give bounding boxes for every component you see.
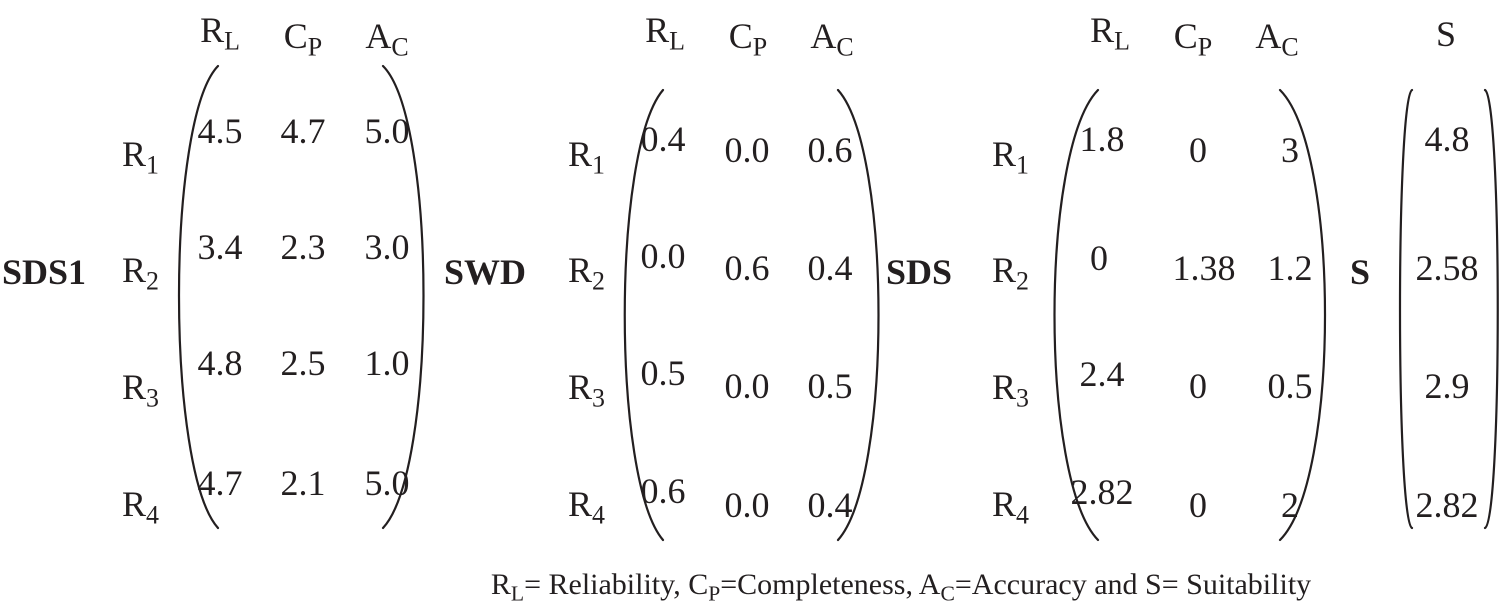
swd-col-header-1: RL — [645, 10, 685, 56]
swd-cell: 0.4 — [807, 485, 853, 525]
sds-cell: 0 — [1189, 485, 1207, 525]
s-cell: 2.9 — [1424, 366, 1470, 406]
s-left-bracket — [1398, 88, 1414, 530]
swd-cell: 0.5 — [640, 353, 686, 393]
sds1-cell: 4.8 — [197, 343, 243, 383]
swd-row-label-3: R3 — [568, 367, 605, 413]
sds1-cell: 4.7 — [280, 111, 326, 151]
sds1-cell: 2.3 — [280, 227, 326, 267]
s-cell: 2.82 — [1415, 485, 1479, 525]
sds-cell: 0 — [1189, 366, 1207, 406]
swd-left-bracket — [623, 88, 665, 542]
sds1-col-header-3: AC — [365, 16, 409, 62]
swd-cell: 0.0 — [640, 236, 686, 276]
sds1-row-label-3: R3 — [122, 367, 159, 413]
s-right-bracket — [1483, 88, 1499, 530]
swd-cell: 0.5 — [807, 366, 853, 406]
swd-cell: 0.0 — [724, 130, 770, 170]
swd-cell: 0.6 — [640, 471, 686, 511]
sds1-cell: 1.0 — [364, 343, 410, 383]
matrix-name-s: S — [1350, 252, 1371, 292]
sds-left-bracket — [1053, 88, 1100, 542]
sds-row-label-4: R4 — [992, 484, 1029, 530]
sds-cell: 2 — [1281, 485, 1299, 525]
sds1-col-header-2: CP — [283, 16, 323, 62]
sds-row-label-3: R3 — [992, 367, 1029, 413]
sds-cell: 1.38 — [1172, 248, 1236, 288]
legend-caption: RL= Reliability, CP=Completeness, AC=Acc… — [490, 568, 1312, 606]
swd-cell: 0.6 — [807, 130, 853, 170]
sds1-right-bracket — [381, 64, 425, 530]
s-cell: 4.8 — [1424, 119, 1470, 159]
sds1-cell: 5.0 — [364, 463, 410, 503]
sds-cell: 3 — [1281, 130, 1299, 170]
sds1-cell: 3.4 — [197, 227, 243, 267]
sds-row-label-2: R2 — [992, 250, 1029, 296]
matrix-name-sds1: SDS1 — [2, 252, 87, 292]
swd-cell: 0.0 — [724, 366, 770, 406]
swd-cell: 0.4 — [807, 248, 853, 288]
matrix-name-swd: SWD — [444, 252, 527, 292]
sds-col-header-2: CP — [1173, 16, 1213, 62]
swd-col-header-2: CP — [728, 16, 768, 62]
sds-col-header-1: RL — [1090, 10, 1130, 56]
sds1-cell: 5.0 — [364, 111, 410, 151]
sds-cell: 2.4 — [1079, 354, 1125, 394]
sds1-row-label-2: R2 — [122, 250, 159, 296]
sds-col-header-3: AC — [1255, 16, 1299, 62]
sds-cell: 2.82 — [1070, 472, 1134, 512]
sds1-cell: 3.0 — [364, 227, 410, 267]
swd-row-label-4: R4 — [568, 484, 605, 530]
sds-cell: 1.2 — [1267, 248, 1313, 288]
sds-cell: 0 — [1189, 130, 1207, 170]
sds1-row-label-4: R4 — [122, 484, 159, 530]
matrix-name-sds: SDS — [886, 252, 953, 292]
sds1-cell: 4.5 — [197, 111, 243, 151]
swd-col-header-3: AC — [810, 16, 854, 62]
sds1-col-header-1: RL — [200, 10, 240, 56]
sds1-left-bracket — [177, 64, 220, 530]
s-col-header-1: S — [1435, 14, 1457, 54]
swd-cell: 0.6 — [724, 248, 770, 288]
swd-row-label-2: R2 — [568, 250, 605, 296]
sds-right-bracket — [1278, 88, 1327, 542]
s-cell: 2.58 — [1415, 248, 1479, 288]
sds1-cell: 2.1 — [280, 463, 326, 503]
swd-cell: 0.0 — [724, 485, 770, 525]
sds1-row-label-1: R1 — [122, 134, 159, 180]
swd-row-label-1: R1 — [568, 134, 605, 180]
sds1-cell: 2.5 — [280, 343, 326, 383]
sds1-cell: 4.7 — [197, 463, 243, 503]
sds-cell: 1.8 — [1079, 119, 1125, 159]
sds-row-label-1: R1 — [992, 134, 1029, 180]
swd-cell: 0.4 — [640, 119, 686, 159]
swd-right-bracket — [836, 88, 880, 542]
sds-cell: 0 — [1090, 238, 1108, 278]
sds-cell: 0.5 — [1267, 366, 1313, 406]
